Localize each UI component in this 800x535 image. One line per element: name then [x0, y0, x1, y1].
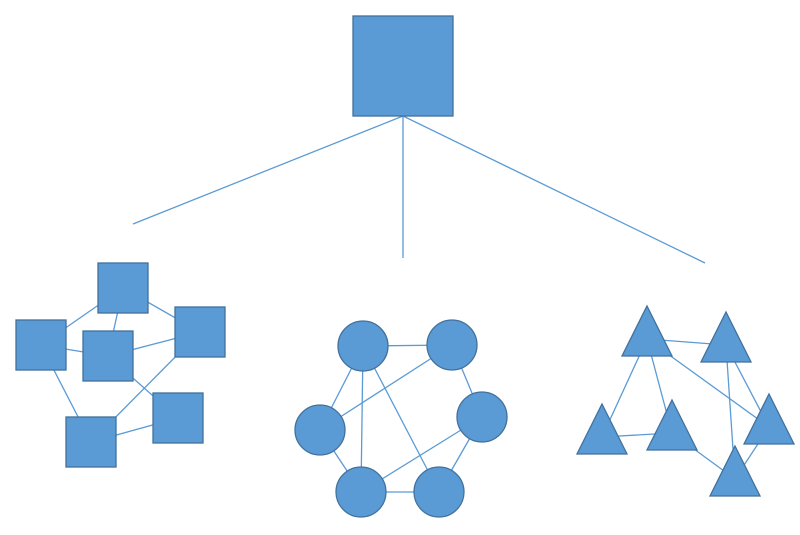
- node-layer: [15, 15, 796, 518]
- triangle-node: [620, 304, 674, 357]
- circle-cluster-edge: [319, 344, 453, 431]
- square-node: [65, 416, 117, 468]
- circle-node: [337, 320, 389, 372]
- triangle-node: [645, 398, 699, 451]
- circle-node: [426, 319, 478, 371]
- square-node: [152, 392, 204, 444]
- branch-edge-left: [132, 115, 404, 225]
- circle-cluster-edge: [362, 345, 440, 493]
- triangle-node: [575, 402, 629, 455]
- triangle-node: [742, 392, 796, 445]
- circle-node: [294, 404, 346, 456]
- circle-node: [413, 466, 465, 518]
- root-square-node: [352, 15, 454, 117]
- triangle-node: [699, 310, 753, 363]
- square-node: [82, 330, 134, 382]
- branch-edge-right: [402, 115, 706, 264]
- circle-node: [335, 466, 387, 518]
- square-node: [97, 262, 149, 314]
- triangle-node: [708, 444, 762, 497]
- circle-node: [456, 391, 508, 443]
- square-node: [174, 306, 226, 358]
- square-node: [15, 319, 67, 371]
